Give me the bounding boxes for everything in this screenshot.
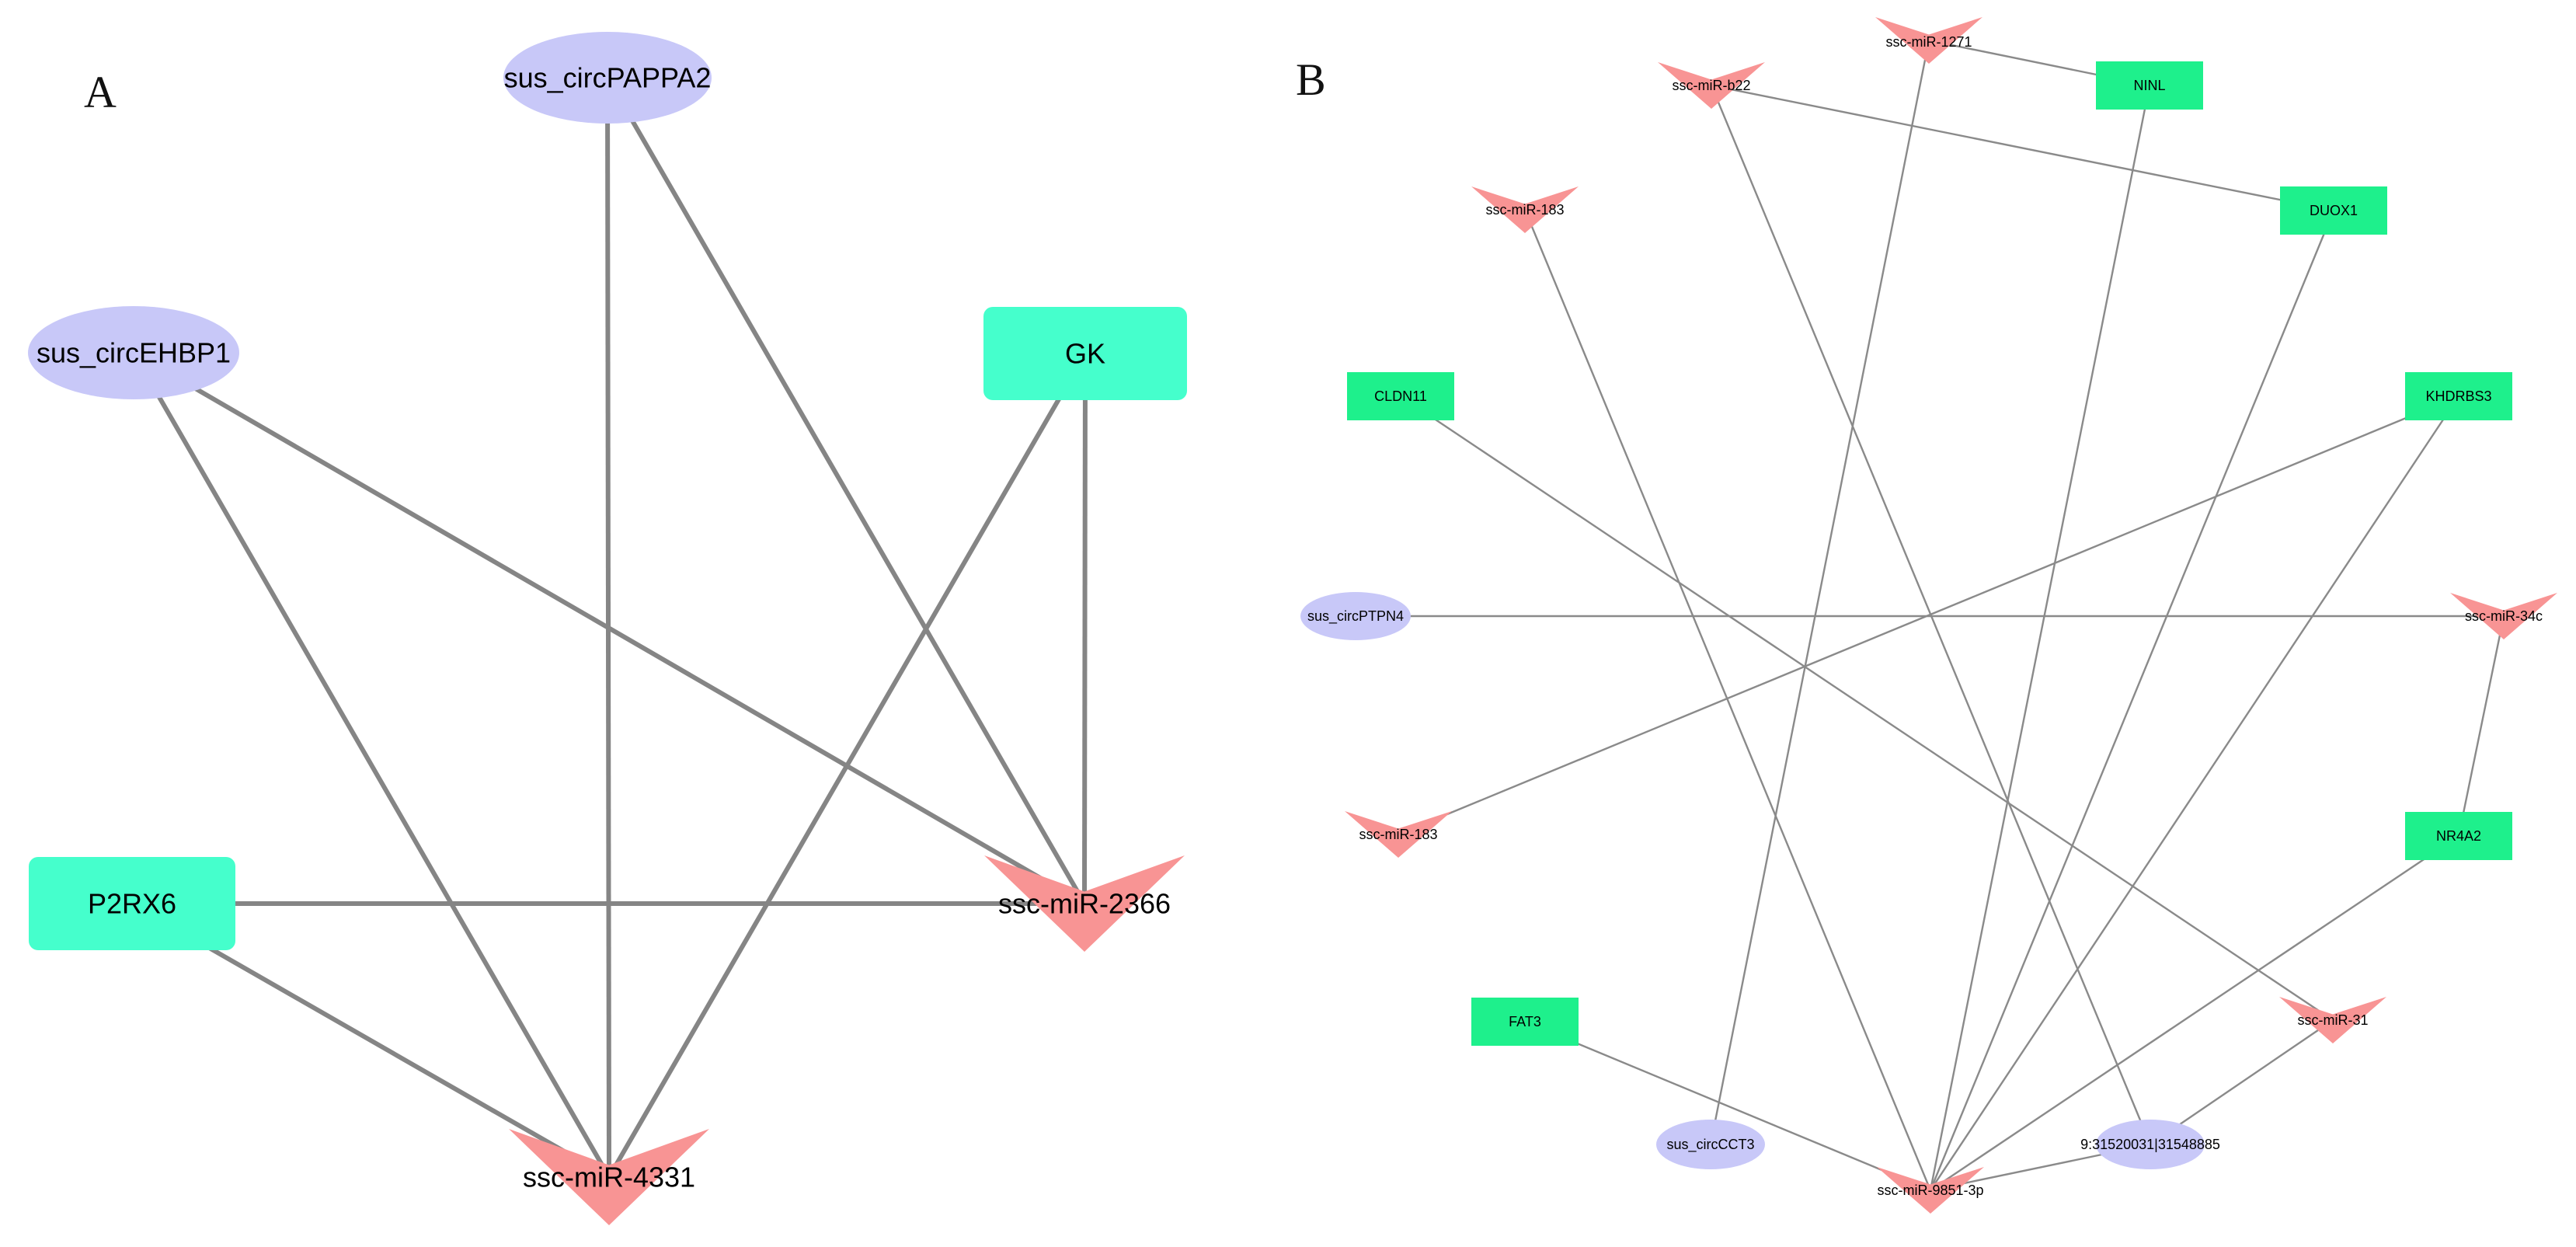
node-ssc-mir-183-mid[interactable]: ssc-miR-183 — [1345, 811, 1452, 858]
edge-fat3-ssc-mir-9851-3p — [1524, 1020, 1931, 1192]
circrna-ellipse — [28, 306, 239, 399]
node-label: DUOX1 — [2310, 203, 2358, 218]
node-label: ssc-miR-183 — [1485, 202, 1564, 218]
node-circ-9[interactable]: 9:31520031|31548885 — [2080, 1120, 2220, 1169]
node-ssc-mir-34c[interactable]: ssc-miR-34c — [2450, 593, 2557, 639]
gene-rect — [2096, 61, 2203, 110]
mirna-chevron — [1875, 17, 1982, 64]
node-sus-circptpn4[interactable]: sus_circPTPN4 — [1300, 592, 1411, 640]
node-label: ssc-miR-1271 — [1885, 34, 1972, 50]
gene-rect — [983, 307, 1187, 400]
node-sus-circcct3[interactable]: sus_circCCT3 — [1656, 1120, 1765, 1169]
edge-gk-ssc-mir-2366 — [1082, 353, 1088, 904]
edge-ninl-ssc-mir-9851-3p — [1929, 85, 2151, 1191]
mirna-chevron — [984, 855, 1185, 952]
gene-rect — [2405, 812, 2512, 860]
node-ssc-mir-9851-3p[interactable]: ssc-miR-9851-3p — [1877, 1167, 1984, 1214]
circrna-ellipse — [503, 32, 712, 124]
circrna-ellipse — [1656, 1120, 1765, 1169]
mirna-chevron — [509, 1129, 709, 1225]
mirna-chevron — [1658, 62, 1765, 109]
edge-nr4a2-ssc-mir-9851-3p — [1930, 835, 2459, 1191]
edge-khdrbs3-ssc-mir-9851-3p — [1930, 395, 2459, 1191]
node-label: ssc-miR-b22 — [1672, 78, 1750, 93]
node-label: ssc-miR-183 — [1359, 827, 1437, 842]
node-sus-circehbp1[interactable]: sus_circEHBP1 — [28, 306, 239, 399]
node-label: FAT3 — [1509, 1014, 1541, 1029]
node-label: sus_circEHBP1 — [37, 337, 231, 369]
node-label: ssc-miR-4331 — [523, 1162, 695, 1193]
mirna-chevron — [1877, 1167, 1984, 1214]
gene-rect — [2280, 186, 2387, 235]
panel-a-network: sus_circPAPPA2 sus_circEHBP1 GK P2RX6 ssc-mi… — [28, 32, 1187, 1225]
edge-ssc-mir-31-circ-9 — [2150, 1019, 2334, 1145]
edge-ssc-mir-34c-nr4a2 — [2457, 615, 2505, 837]
node-ssc-mir-2366[interactable]: ssc-miR-2366 — [984, 855, 1185, 952]
gene-rect — [29, 857, 235, 950]
edge-ssc-mir-183-top-ssc-mir-9851-3p — [1523, 209, 1932, 1191]
mirna-chevron — [2450, 593, 2557, 639]
node-ssc-mir-31[interactable]: ssc-miR-31 — [2279, 997, 2386, 1043]
node-ssc-mir-183-top[interactable]: ssc-miR-183 — [1471, 186, 1579, 233]
edge-duox1-ssc-mir-9851-3p — [1929, 210, 2335, 1191]
node-fat3[interactable]: FAT3 — [1471, 998, 1579, 1046]
node-label: ssc-miR-2366 — [998, 888, 1171, 920]
node-p2rx6[interactable]: P2RX6 — [29, 857, 235, 950]
node-khdrbs3[interactable]: KHDRBS3 — [2405, 372, 2512, 420]
gene-rect — [1347, 372, 1454, 420]
node-label: NINL — [2133, 78, 2165, 93]
edge-ssc-mir-b22-duox1 — [1711, 84, 2334, 212]
mirna-chevron — [2279, 997, 2386, 1043]
nodes: sus_circPAPPA2 sus_circEHBP1 GK P2RX6 ssc-mi… — [28, 32, 1187, 1225]
node-label: CLDN11 — [1374, 388, 1427, 404]
node-cldn11[interactable]: CLDN11 — [1347, 372, 1454, 420]
panel-b-network: ssc-miR-1271 ssc-miR-b22 NINL ssc-miR-183 DU… — [1300, 17, 2557, 1214]
node-ssc-mir-1271[interactable]: ssc-miR-1271 — [1875, 17, 1982, 64]
node-sus-circpappa2[interactable]: sus_circPAPPA2 — [503, 32, 712, 124]
circrna-ellipse — [2096, 1120, 2205, 1169]
node-ninl[interactable]: NINL — [2096, 61, 2203, 110]
node-label: ssc-miR-31 — [2297, 1012, 2368, 1028]
panel-label-b: B — [1296, 54, 1326, 105]
edge-sus-circehbp1-ssc-mir-2366 — [132, 350, 1086, 906]
node-label: sus_circPAPPA2 — [504, 62, 712, 94]
node-label: sus_circPTPN4 — [1307, 608, 1404, 625]
edge-sus-circpappa2-ssc-mir-2366 — [605, 76, 1087, 905]
node-ssc-mir-4331[interactable]: ssc-miR-4331 — [509, 1129, 709, 1225]
edges — [131, 76, 1088, 1179]
node-label: ssc-miR-34c — [2465, 608, 2543, 624]
node-ssc-mir-b22[interactable]: ssc-miR-b22 — [1658, 62, 1765, 109]
node-label: sus_circCCT3 — [1666, 1137, 1754, 1153]
edges — [1356, 39, 2505, 1192]
node-nr4a2[interactable]: NR4A2 — [2405, 812, 2512, 860]
edge-sus-circehbp1-ssc-mir-4331 — [131, 351, 611, 1179]
circrna-ellipse — [1300, 592, 1411, 640]
node-label: GK — [1065, 338, 1105, 370]
edge-ssc-mir-1271-sus-circcct3 — [1709, 40, 1930, 1145]
node-label: KHDRBS3 — [2425, 388, 2491, 404]
edge-gk-ssc-mir-4331 — [607, 352, 1088, 1179]
edge-cldn11-ssc-mir-31 — [1400, 395, 2334, 1021]
nodes: ssc-miR-1271 ssc-miR-b22 NINL ssc-miR-183 DU… — [1300, 17, 2557, 1214]
gene-rect — [2405, 372, 2512, 420]
node-duox1[interactable]: DUOX1 — [2280, 186, 2387, 235]
node-label: ssc-miR-9851-3p — [1877, 1183, 1983, 1198]
node-gk[interactable]: GK — [983, 307, 1187, 400]
gene-rect — [1471, 998, 1579, 1046]
node-label: 9:31520031|31548885 — [2080, 1137, 2220, 1152]
node-label: NR4A2 — [2436, 828, 2481, 844]
panel-label-a: A — [84, 67, 117, 117]
mirna-chevron — [1471, 186, 1579, 233]
mirna-chevron — [1345, 811, 1452, 858]
node-label: P2RX6 — [88, 888, 176, 920]
